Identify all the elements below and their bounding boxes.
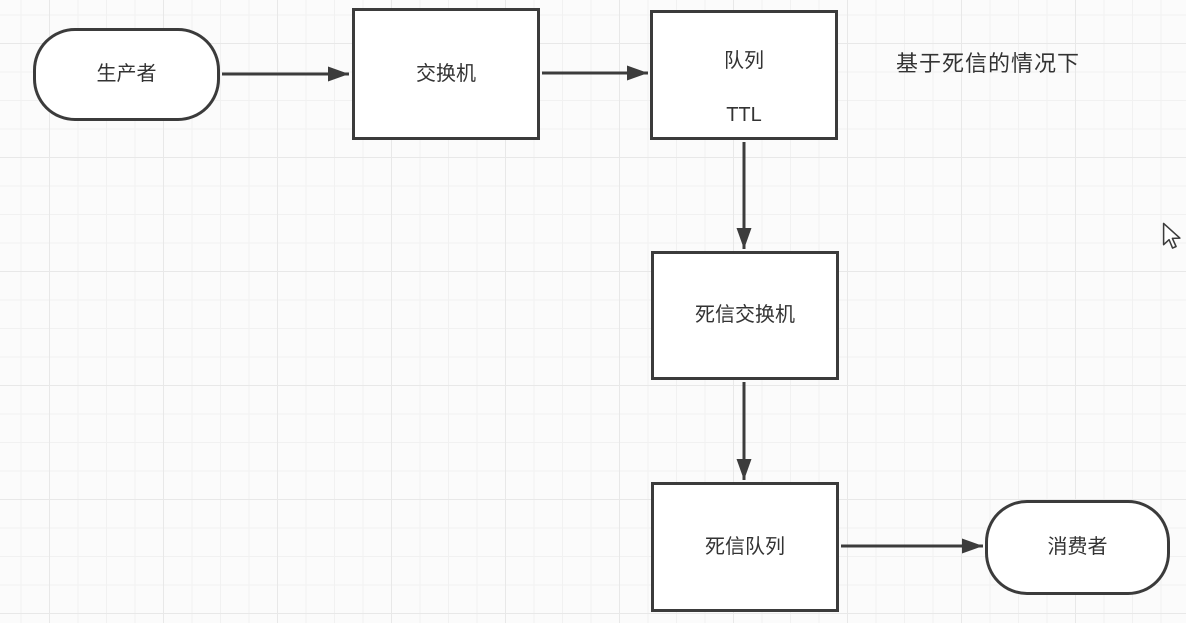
node-ttl-queue-label-line2: TTL (726, 104, 762, 126)
node-dead-letter-queue[interactable]: 死信队列 (651, 482, 839, 612)
node-dead-letter-queue-label: 死信队列 (705, 535, 785, 558)
node-consumer-label: 消费者 (1047, 536, 1108, 558)
node-dead-letter-exchange-label: 死信交换机 (695, 304, 795, 326)
node-ttl-queue-label: 队列 TTL (724, 21, 764, 129)
node-ttl-queue-label-line1: 队列 (724, 50, 764, 72)
node-dead-letter-exchange[interactable]: 死信交换机 (651, 251, 839, 380)
node-ttl-queue[interactable]: 队列 TTL (650, 10, 838, 140)
mouse-cursor-icon (1162, 222, 1181, 249)
node-producer-label: 生产者 (96, 63, 157, 85)
node-consumer[interactable]: 消费者 (985, 500, 1170, 595)
node-exchange-label: 交换机 (416, 62, 476, 85)
node-exchange[interactable]: 交换机 (352, 8, 540, 140)
annotation-text: 基于死信的情况下 (896, 51, 1081, 76)
node-producer[interactable]: 生产者 (33, 28, 220, 121)
